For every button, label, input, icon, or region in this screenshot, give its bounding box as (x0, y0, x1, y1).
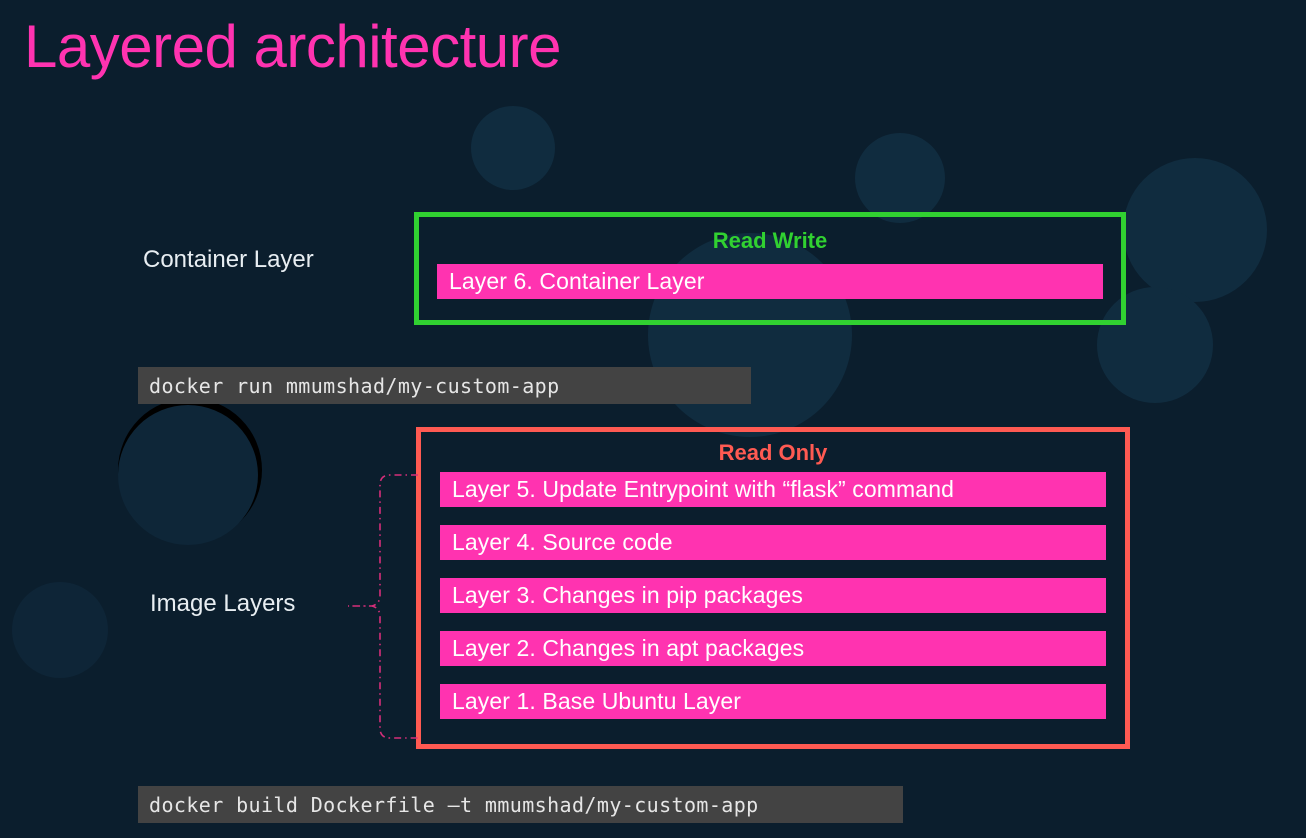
layer-bar[interactable]: Layer 4. Source code (440, 525, 1106, 560)
layer-bar[interactable]: Layer 2. Changes in apt packages (440, 631, 1106, 666)
container-layer-label: Container Layer (143, 246, 314, 273)
image-layers-box: Read Only Layer 5. Update Entrypoint wit… (416, 427, 1130, 749)
read-write-heading: Read Write (712, 228, 828, 253)
read-only-heading: Read Only (718, 440, 828, 465)
image-layer-stack: Layer 5. Update Entrypoint with “flask” … (421, 472, 1125, 719)
decor-circle (118, 398, 262, 542)
decor-circle (12, 582, 108, 678)
decor-circle (118, 405, 258, 545)
docker-run-command: docker run mmumshad/my-custom-app (138, 367, 751, 404)
decor-circle (471, 106, 555, 190)
decor-circle (855, 133, 945, 223)
container-layer-box: Read Write Layer 6. Container Layer (414, 212, 1126, 325)
page-title: Layered architecture (24, 13, 561, 80)
layer-bar[interactable]: Layer 1. Base Ubuntu Layer (440, 684, 1106, 719)
image-layers-label: Image Layers (150, 590, 296, 617)
layer-bar[interactable]: Layer 3. Changes in pip packages (440, 578, 1106, 613)
container-layer-stack: Layer 6. Container Layer (419, 264, 1121, 299)
layer-bar[interactable]: Layer 6. Container Layer (437, 264, 1103, 299)
layer-bar[interactable]: Layer 5. Update Entrypoint with “flask” … (440, 472, 1106, 507)
docker-build-command: docker build Dockerfile –t mmumshad/my-c… (138, 786, 903, 823)
decor-circle (1123, 158, 1267, 302)
